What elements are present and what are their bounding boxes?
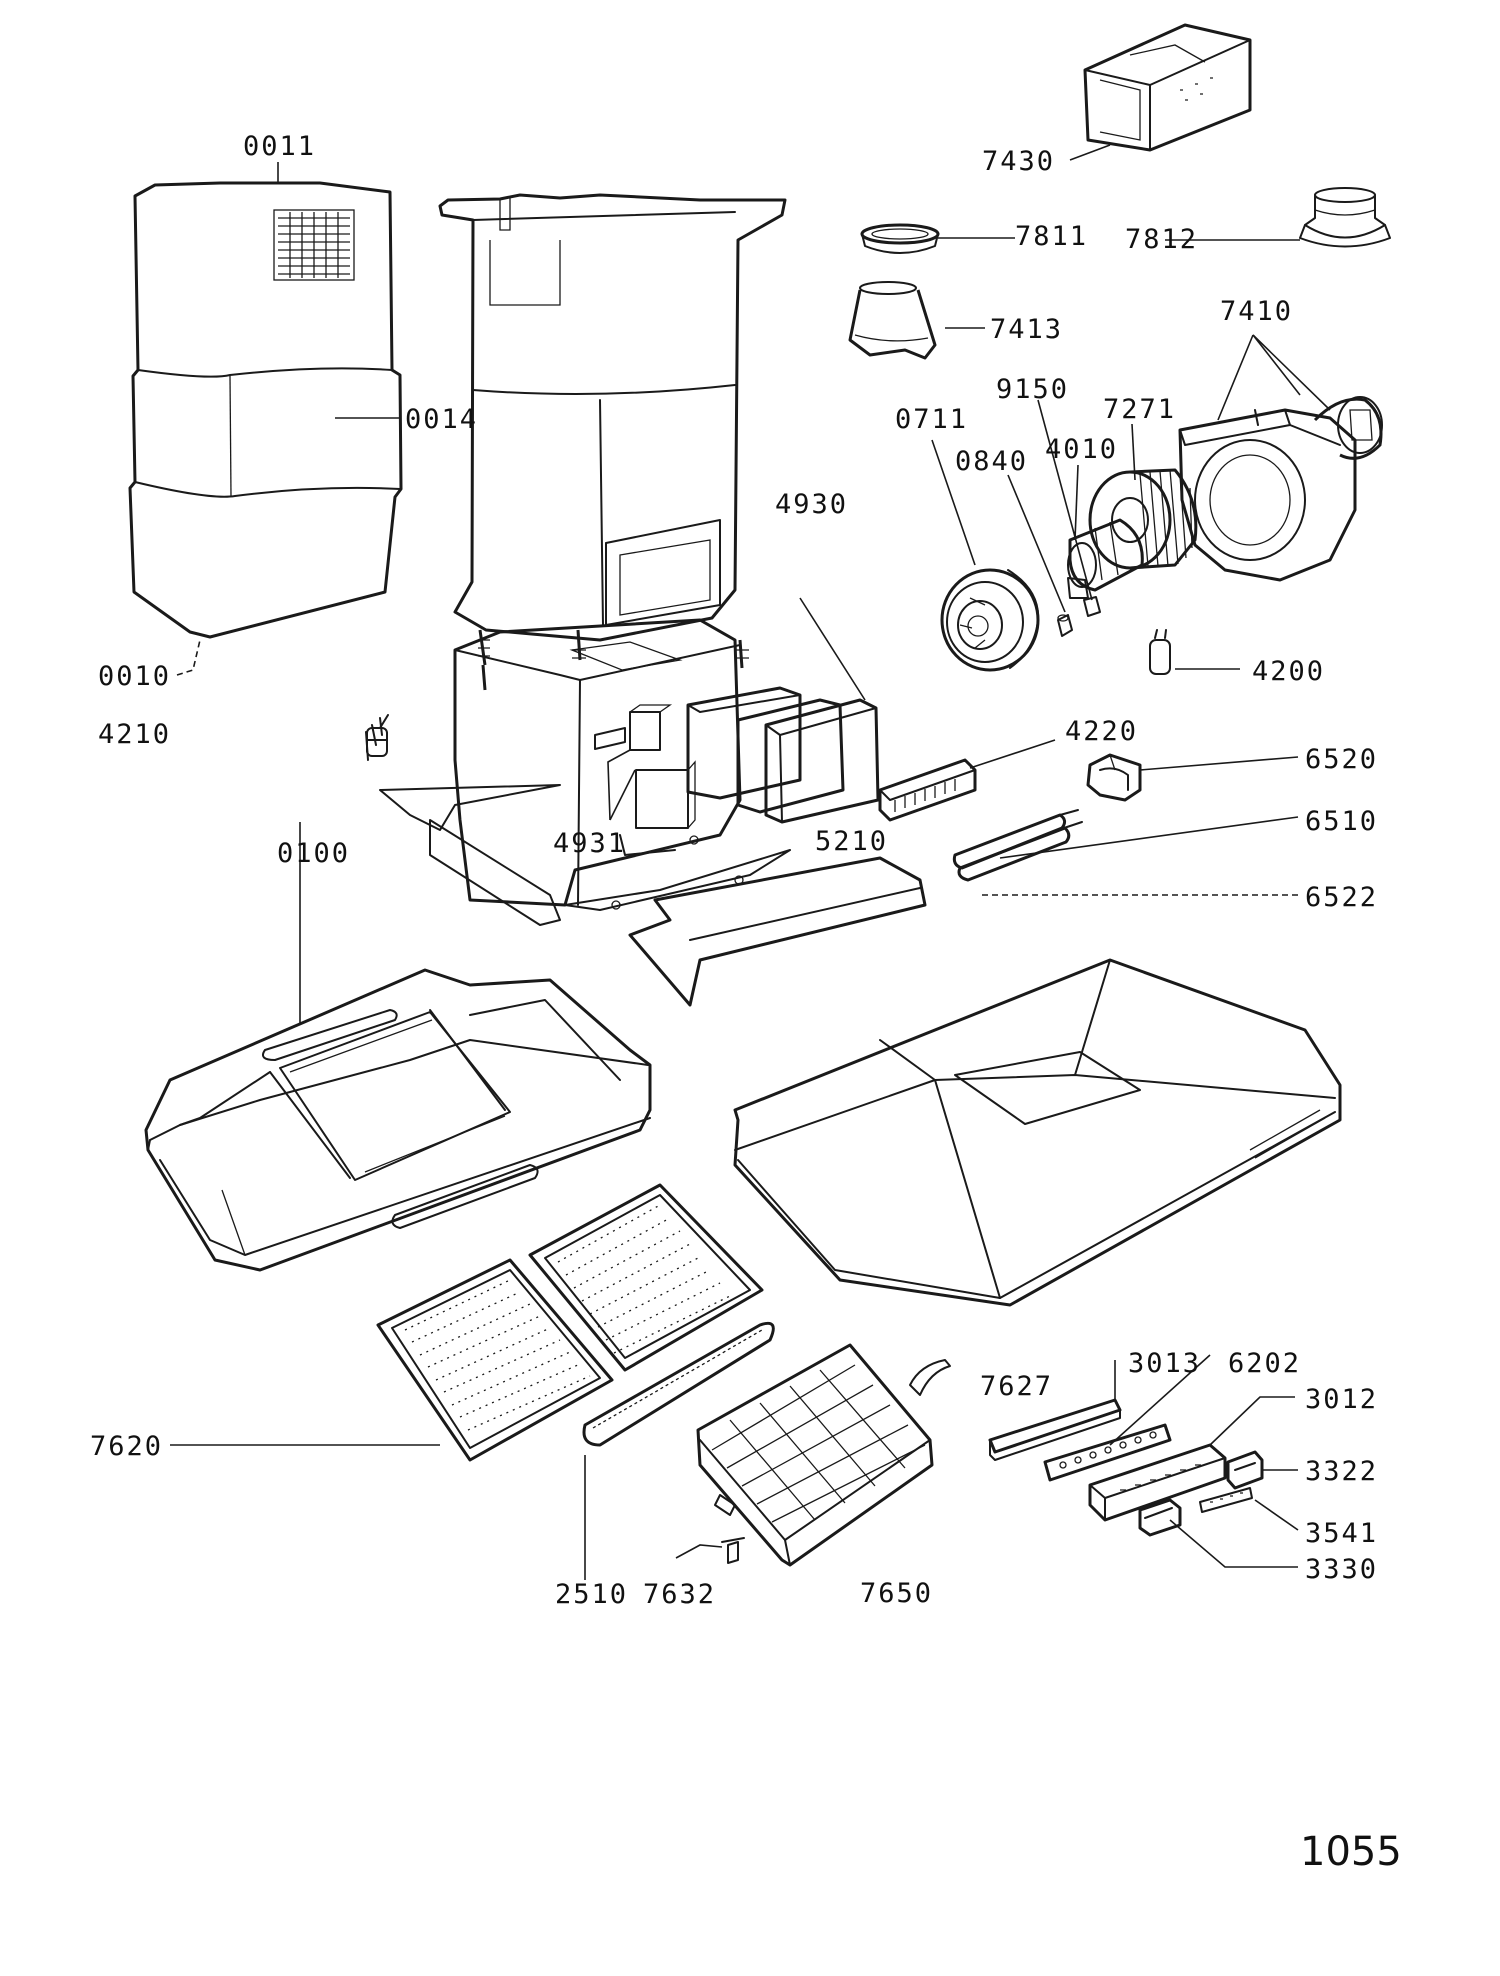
- vent-grille: [273, 209, 355, 281]
- label-7413: 7413: [990, 314, 1063, 345]
- label-7811: 7811: [1015, 221, 1088, 252]
- label-4200: 4200: [1252, 656, 1325, 687]
- label-6202: 6202: [1228, 1348, 1301, 1379]
- label-6510: 6510: [1305, 806, 1378, 837]
- label-7430: 7430: [982, 146, 1055, 177]
- label-7650: 7650: [860, 1578, 933, 1609]
- bushing-0840: [1057, 614, 1073, 637]
- label-3541: 3541: [1305, 1518, 1378, 1549]
- label-0011: 0011: [243, 131, 316, 162]
- label-7410: 7410: [1220, 296, 1293, 327]
- page-number: 1055: [1300, 1829, 1402, 1875]
- label-7632: 7632: [643, 1579, 716, 1610]
- label-4210: 4210: [98, 719, 171, 750]
- switch-housing-3012: [1088, 1443, 1227, 1522]
- label-7620: 7620: [90, 1431, 163, 1462]
- label-3012: 3012: [1305, 1384, 1378, 1415]
- label-4220: 4220: [1065, 716, 1138, 747]
- label-7271: 7271: [1103, 394, 1176, 425]
- label-6520: 6520: [1305, 744, 1378, 775]
- switch-3322: [1226, 1450, 1264, 1490]
- duct-collar-7413: [848, 281, 937, 360]
- label-0840: 0840: [955, 446, 1028, 477]
- label-4931: 4931: [553, 828, 626, 859]
- capacitor-4210: [365, 714, 389, 761]
- label-3013: 3013: [1128, 1348, 1201, 1379]
- clip-7627: [909, 1359, 951, 1396]
- label-3322: 3322: [1305, 1456, 1378, 1487]
- label-9150: 9150: [996, 374, 1069, 405]
- motor-housing-box: [379, 618, 880, 926]
- duct-box-7430: [1083, 23, 1252, 152]
- label-7812: 7812: [1125, 224, 1198, 255]
- label-2510: 2510: [555, 1579, 628, 1610]
- label-0014: 0014: [405, 404, 478, 435]
- capacitor-4200: [1149, 629, 1171, 675]
- label-0100: 0100: [277, 838, 350, 869]
- impeller-0711: [940, 568, 1040, 672]
- chimney-cover-0011: [128, 181, 403, 639]
- label-4010: 4010: [1045, 434, 1118, 465]
- lamp-6510: [952, 809, 1083, 882]
- control-panel-6202: [1043, 1423, 1172, 1482]
- leader-lines: [170, 144, 1331, 1580]
- knob-block-3330: [1138, 1498, 1182, 1537]
- terminal-block-4220: [878, 758, 977, 822]
- label-0010: 0010: [98, 661, 171, 692]
- label-5210: 5210: [815, 826, 888, 857]
- trim-strip-3013: [988, 1398, 1122, 1461]
- label-4930: 4930: [775, 489, 848, 520]
- label-0711: 0711: [895, 404, 968, 435]
- blower-housing-7410: [1178, 396, 1383, 582]
- label-7627: 7627: [980, 1371, 1053, 1402]
- grease-filter-7620: [376, 1183, 764, 1462]
- duct-ring-7811: [860, 223, 940, 254]
- label-3330: 3330: [1305, 1554, 1378, 1585]
- gasket-2510: [582, 1321, 775, 1447]
- hood-canopy: [733, 958, 1342, 1307]
- hood-frame-0100: [144, 968, 652, 1272]
- part-labels: 0011 0014 0010 4210 0100 7620 2510 7632 …: [90, 131, 1378, 1610]
- screw-7632: [721, 1537, 745, 1564]
- label-6522: 6522: [1305, 882, 1378, 913]
- duct-adapter-7812: [1299, 187, 1391, 248]
- fan-wheel-7271: [1088, 468, 1198, 570]
- lamp-holder-6520: [1086, 753, 1142, 802]
- inner-chimney-duct: [438, 193, 787, 642]
- cover-plate-5210: [628, 856, 927, 1007]
- carbon-filter-7650: [696, 1343, 934, 1567]
- circuit-board-3541: [1199, 1487, 1253, 1513]
- filter-mesh-texture: [404, 1204, 731, 1431]
